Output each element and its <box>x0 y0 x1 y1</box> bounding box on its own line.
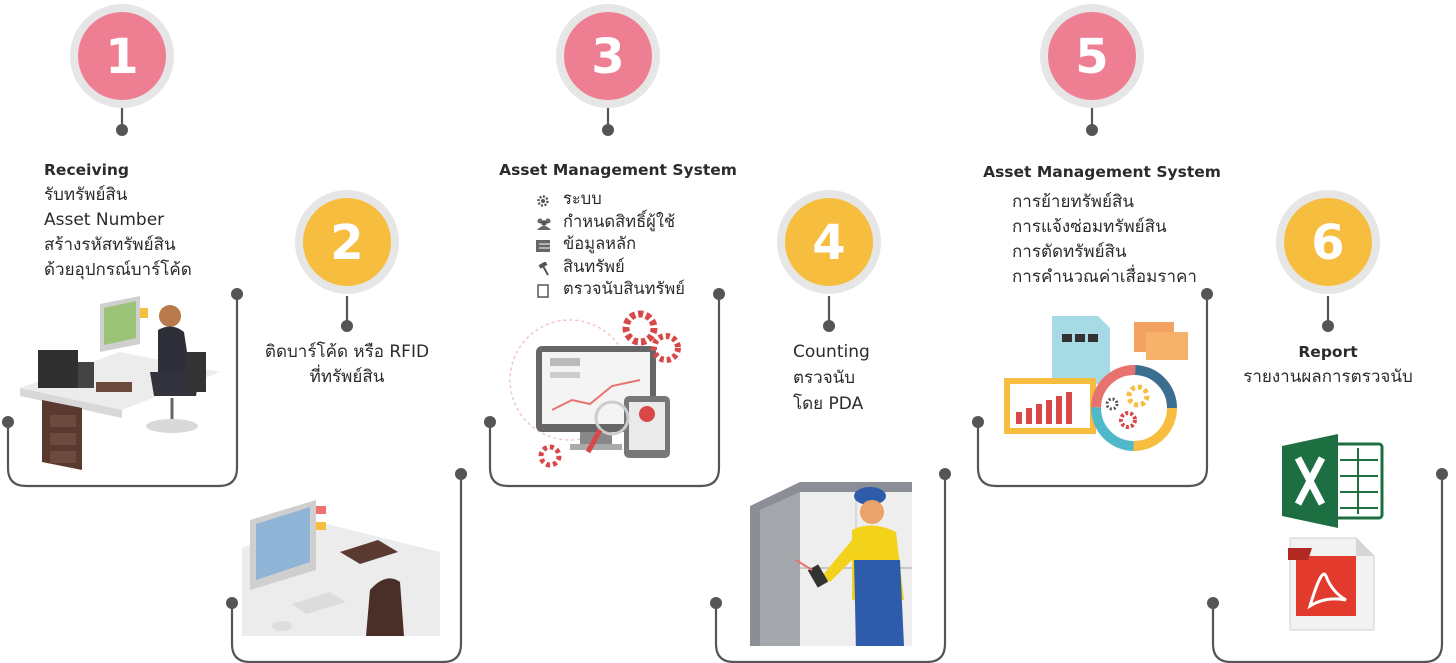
checkbox-icon <box>536 282 550 298</box>
step-6-line: รายงานผลการตรวจนับ <box>1243 367 1413 387</box>
menu-item-label: สินทรัพย์ <box>563 256 625 276</box>
gear-icon <box>536 192 550 207</box>
step-5-line: การตัดทรัพย์สิน <box>1012 242 1127 262</box>
step-2-circle: 2 <box>295 190 399 294</box>
step-3-menu: ระบบ กำหนดสิทธิ์ผู้ใช้ ข้อมูลหลัก สินทรั… <box>536 188 685 301</box>
step-4-circle: 4 <box>777 190 881 294</box>
step-1-line: Asset Number <box>44 210 165 230</box>
menu-item: ตรวจนับสินทรัพย์ <box>536 278 685 301</box>
menu-item: สินทรัพย์ <box>536 256 685 279</box>
warehouse-worker-illustration <box>750 482 912 646</box>
step-5-title: Asset Management System <box>983 163 1221 181</box>
step-6-title: Report <box>1298 343 1358 361</box>
list-icon <box>536 237 550 253</box>
step-5-line: การแจ้งซ่อมทรัพย์สิน <box>1012 217 1167 237</box>
step-2-line: ติดบาร์โค้ด หรือ RFID <box>264 342 430 362</box>
step-3-title: Asset Management System <box>499 161 737 179</box>
menu-item-label: ตรวจนับสินทรัพย์ <box>563 279 685 298</box>
step-4-number: 4 <box>812 215 845 271</box>
step-6-circle: 6 <box>1276 190 1380 294</box>
step-2-number: 2 <box>330 215 363 271</box>
pdf-file-icon <box>1288 537 1375 631</box>
step-5-number: 5 <box>1075 29 1108 85</box>
step-5-line: การคำนวณค่าเสื่อมราคา <box>1012 267 1197 287</box>
step-4-line: โดย PDA <box>793 394 864 414</box>
menu-item-label: ระบบ <box>563 189 602 208</box>
step-5-line: การย้ายทรัพย์สิน <box>1012 192 1134 212</box>
menu-item: กำหนดสิทธิ์ผู้ใช้ <box>536 211 685 234</box>
step-1-number: 1 <box>105 29 138 85</box>
step-1-line: สร้างรหัสทรัพย์สิน <box>44 235 176 255</box>
step-6-number: 6 <box>1311 215 1344 271</box>
users-icon <box>536 215 551 230</box>
excel-file-icon <box>1282 434 1384 528</box>
menu-item: ข้อมูลหลัก <box>536 233 685 256</box>
step-4-line: ตรวจนับ <box>793 368 856 388</box>
step-2-line: ที่ทรัพย์สิน <box>309 367 385 387</box>
asset-reports-illustration <box>1004 316 1188 451</box>
step-1-line: ด้วยอุปกรณ์บาร์โค้ด <box>44 260 192 280</box>
step-3-circle: 3 <box>556 4 660 108</box>
step-4-line: Counting <box>793 342 870 362</box>
step-5-circle: 5 <box>1040 4 1144 108</box>
workstation-illustration <box>242 500 440 636</box>
analytics-monitor-illustration <box>509 310 681 468</box>
step-3-number: 3 <box>591 29 624 85</box>
menu-item: ระบบ <box>536 188 685 211</box>
step-1-circle: 1 <box>70 4 174 108</box>
hammer-icon <box>536 260 550 276</box>
menu-item-label: ข้อมูลหลัก <box>563 234 637 253</box>
step-1-line: รับทรัพย์สิน <box>44 185 128 205</box>
menu-item-label: กำหนดสิทธิ์ผู้ใช้ <box>563 211 676 231</box>
step-1-title: Receiving <box>44 161 130 179</box>
office-desk-illustration <box>20 296 220 470</box>
